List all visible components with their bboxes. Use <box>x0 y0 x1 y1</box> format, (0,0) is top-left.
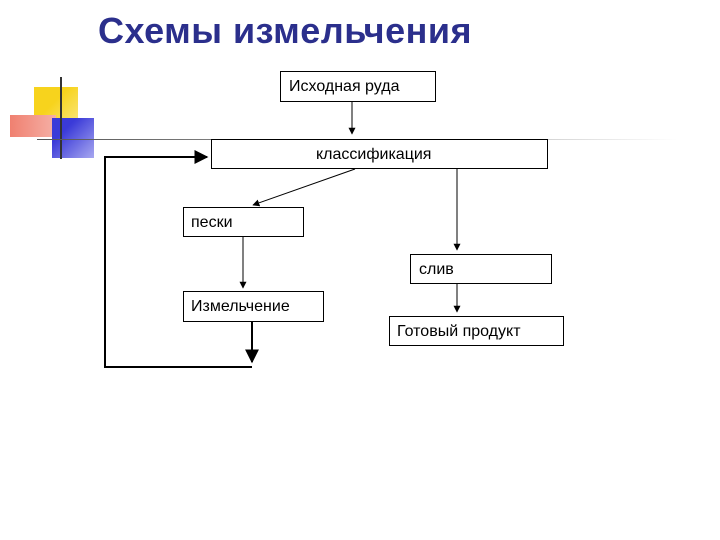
slide-title: Схемы измельчения <box>98 10 472 51</box>
box-grinding: Измельчение <box>183 291 324 322</box>
decor-blue-square <box>52 118 94 158</box>
box-sands: пески <box>183 207 304 237</box>
box-classification: классификация <box>211 139 548 169</box>
decor-vertical-line <box>60 77 62 159</box>
box-source-ore: Исходная руда <box>280 71 436 102</box>
box-slime: слив <box>410 254 552 284</box>
box-final-product: Готовый продукт <box>389 316 564 346</box>
arrow-classification-to-sands <box>252 168 356 207</box>
decor-red-bar <box>10 115 56 137</box>
arrow-recycle-loop <box>104 150 252 368</box>
